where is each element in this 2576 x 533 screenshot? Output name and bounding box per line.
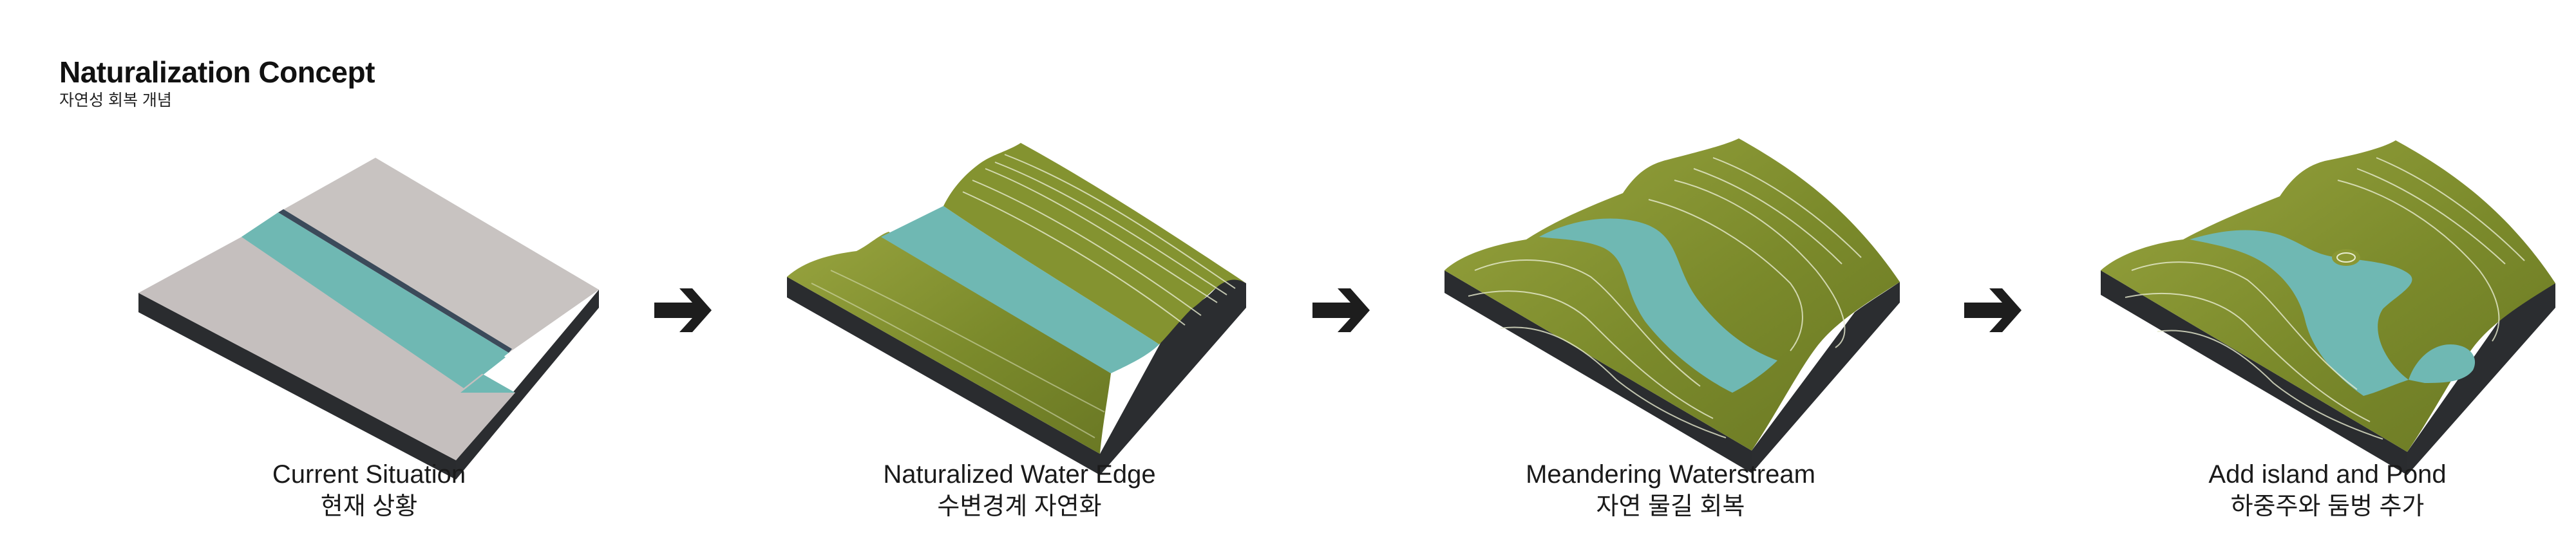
stage-2-side-right (1100, 276, 1246, 475)
title-block: Naturalization Concept 자연성 회복 개념 (59, 54, 375, 111)
stage-label-en: Meandering Waterstream (1526, 460, 1815, 489)
stage-label-en: Add island and Pond (2208, 460, 2447, 489)
stage-4-water (2190, 230, 2412, 396)
stage-caption-2: Naturalized Water Edge 수변경계 자연화 (826, 458, 1213, 523)
page-title: Naturalization Concept (59, 55, 375, 89)
stage-4-side-right (2407, 283, 2555, 475)
right-arrow-icon (654, 288, 712, 332)
stage-4-block (2101, 140, 2555, 475)
stage-3-block (1444, 138, 1900, 473)
stage-label-en: Current Situation (272, 460, 466, 489)
stage-4-pond (2409, 344, 2476, 383)
stage-2-grass-lower (787, 232, 1111, 454)
stage-1-side-right (456, 290, 599, 480)
stage-caption-3: Meandering Waterstream 자연 물길 회복 (1477, 458, 1864, 523)
stage-1-channel-edge (278, 209, 512, 353)
stage-2-water (881, 206, 1159, 373)
stage-label-ko: 현재 상황 (320, 493, 418, 520)
right-arrow-icon (1312, 288, 1370, 332)
stage-1-paved-right (278, 158, 599, 353)
stage-3-side (1444, 270, 1752, 473)
stage-4-island (2332, 249, 2360, 266)
right-arrow-icon (1964, 288, 2022, 332)
stage-2-side (787, 277, 1100, 475)
stage-2-block (787, 143, 1246, 475)
stage-1-block (138, 158, 599, 480)
stage-1-paved-left (138, 237, 515, 460)
stage-1-side (138, 293, 456, 480)
page-subtitle: 자연성 회복 개념 (59, 91, 172, 109)
stage-caption-1: Current Situation 현재 상황 (176, 458, 562, 523)
stage-caption-4: Add island and Pond 하중주와 둠벙 추가 (2134, 458, 2521, 523)
stage-label-en: Naturalized Water Edge (883, 460, 1156, 489)
stage-label-ko: 수변경계 자연화 (937, 493, 1102, 520)
stage-label-ko: 자연 물길 회복 (1596, 493, 1745, 520)
stage-3-water (1539, 218, 1777, 393)
stage-4-side (2101, 270, 2407, 475)
stage-label-ko: 하중주와 둠벙 추가 (2230, 493, 2425, 520)
stage-3-side-right (1752, 282, 1900, 473)
